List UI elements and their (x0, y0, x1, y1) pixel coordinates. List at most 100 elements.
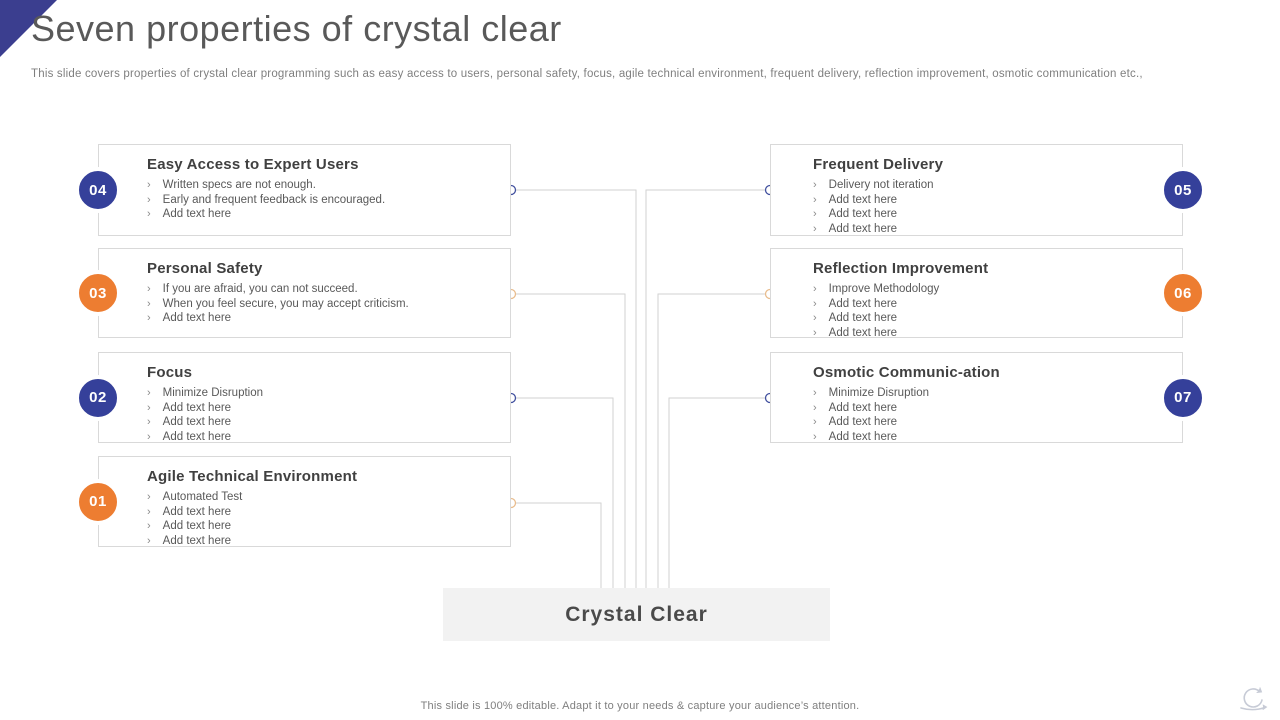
bullet-text: Automated Test (162, 491, 243, 503)
bullet-text: Add text here (828, 401, 898, 414)
chevron-bullet-icon: › (147, 505, 151, 518)
chevron-bullet-icon: › (147, 387, 151, 399)
property-box-04[interactable]: 04 Easy Access to Expert Users › Written sp… (75, 144, 511, 236)
property-content: Osmotic Communic-ation › Minimize Disrupti… (771, 353, 1182, 444)
chevron-bullet-icon: › (147, 430, 151, 443)
property-title: Focus (147, 364, 193, 381)
bullet-item: › Automated Test (147, 490, 498, 505)
footer-note: This slide is 100% editable. Adapt it to… (420, 700, 860, 712)
chevron-bullet-icon: › (147, 491, 151, 503)
center-label-box[interactable]: Crystal Clear (443, 588, 830, 641)
bullet-item: › Add text here (813, 297, 1118, 312)
number-badge-03[interactable]: 03 (75, 270, 121, 316)
chevron-bullet-icon: › (813, 430, 817, 443)
chevron-bullet-icon: › (813, 416, 817, 428)
chevron-bullet-icon: › (147, 193, 151, 206)
chevron-bullet-icon: › (813, 222, 817, 235)
bullet-text: Add text here (828, 208, 898, 220)
property-title: Agile Technical Environment (147, 468, 358, 485)
bullet-text: Delivery not iteration (828, 179, 934, 191)
bullet-text: Add text here (162, 520, 232, 532)
bullet-text: Written specs are not enough. (162, 179, 316, 191)
property-bullet-list: › Improve Methodology › Add text here › Add t… (813, 282, 1118, 340)
bullet-item: ›When you feel secure, you may accept cr… (147, 297, 498, 312)
bullet-item: › Add text here (813, 193, 1118, 208)
bullet-item: ›Add text here (813, 207, 1118, 222)
bullet-text: Add text here (162, 430, 232, 443)
bullet-item: ›Add text here (147, 207, 498, 222)
chevron-bullet-icon: › (813, 297, 817, 310)
chevron-bullet-icon: › (147, 312, 151, 324)
bullet-item: › Add text here (147, 505, 498, 520)
bullet-item: › Early and frequent feedback is encourag… (147, 193, 498, 208)
bullet-item: › Delivery not iteration (813, 178, 1118, 193)
property-title: Personal Safety (147, 260, 263, 277)
bullet-item: ›Add text here (147, 401, 498, 416)
property-content: Focus›Minimize Disruption›Add text here›… (99, 353, 510, 445)
bullet-text: Add text here (162, 534, 232, 547)
bullet-text: If you are afraid, you can not succeed. (162, 283, 358, 295)
connector-line-02 (511, 397, 614, 592)
property-content: Frequent Delivery›Delivery not iteration… (771, 145, 1182, 235)
chevron-bullet-icon: › (813, 193, 817, 206)
property-content: Easy Access to Expert Users › Written spec… (99, 145, 510, 235)
bullet-item: › If you are afraid, you can not succeed. (147, 282, 498, 297)
bullet-text: Add text here (828, 326, 898, 339)
property-bullet-list: ›Delivery not iteration›Add text here›Ad… (813, 178, 1118, 236)
bullet-text: Add text here (162, 208, 232, 220)
property-bullet-list: › If you are afraid, you can not succeed.… (147, 282, 498, 326)
property-title: Reflection Improvement (813, 260, 989, 277)
connector-line-05 (645, 189, 770, 592)
bullet-text: Add text here (828, 416, 898, 428)
connector-line-03 (511, 293, 626, 592)
bullet-item: ›Minimize Disruption (147, 386, 498, 401)
bullet-text: Add text here (162, 312, 232, 324)
property-content: Personal Safety › If you are afraid, you c… (99, 249, 510, 337)
property-box-07[interactable]: 07 Osmotic Communic-ation › Minimize Disrup… (770, 352, 1206, 444)
chevron-bullet-icon: › (813, 312, 817, 324)
bullet-item: › Add text here (813, 430, 1118, 445)
property-box-01[interactable]: 01 Agile Technical Environment › Automated … (75, 456, 511, 549)
property-title: Osmotic Communic-ation (813, 364, 1000, 381)
bullet-item: › Minimize Disruption (813, 386, 1118, 401)
chevron-bullet-icon: › (813, 283, 817, 295)
chevron-bullet-icon: › (147, 179, 151, 191)
bullet-text: Add text here (162, 505, 232, 518)
chevron-bullet-icon: › (147, 534, 151, 547)
bullet-text: Add text here (828, 312, 898, 324)
bullet-item: › Add text here (147, 430, 498, 445)
page-subtitle[interactable]: This slide covers properties of crystal … (31, 68, 1143, 80)
number-badge-06[interactable]: 06 (1160, 270, 1206, 316)
number-badge-02[interactable]: 02 (75, 374, 121, 421)
bullet-item: › Add text here (147, 534, 498, 549)
property-box-06[interactable]: 06 Reflection Improvement › Improve Methodo… (770, 248, 1206, 340)
bullet-text: Minimize Disruption (828, 387, 930, 399)
bullet-text: Add text here (828, 193, 898, 206)
chevron-bullet-icon: › (813, 179, 817, 191)
bullet-text: Add text here (162, 401, 232, 414)
number-badge-01[interactable]: 01 (75, 478, 121, 525)
chevron-bullet-icon: › (147, 283, 151, 295)
bullet-text: Add text here (828, 222, 898, 235)
number-badge-05[interactable]: 05 (1160, 167, 1206, 213)
bullet-text: Add text here (828, 430, 898, 443)
bullet-item: › Add text here (813, 415, 1118, 430)
bullet-text: Early and frequent feedback is encourage… (162, 193, 386, 206)
property-box-03[interactable]: 03 Personal Safety › If you are afraid, you… (75, 248, 511, 338)
property-bullet-list: › Minimize Disruption › Add text here › Add t… (813, 386, 1118, 444)
page-title[interactable]: Seven properties of crystal clear (31, 8, 562, 49)
bullet-item: › Add text here (813, 311, 1118, 326)
bullet-text: Add text here (828, 297, 898, 310)
bullet-text: Add text here (162, 416, 232, 428)
number-badge-07[interactable]: 07 (1160, 374, 1206, 421)
bullet-item: › Improve Methodology (813, 282, 1118, 297)
bullet-text: Improve Methodology (828, 283, 940, 295)
property-title: Easy Access to Expert Users (147, 156, 359, 173)
chevron-bullet-icon: › (813, 387, 817, 399)
connector-line-01 (511, 502, 602, 592)
connector-line-07 (668, 397, 770, 592)
iteration-loop-icon (1240, 687, 1268, 711)
number-badge-04[interactable]: 04 (75, 167, 121, 213)
